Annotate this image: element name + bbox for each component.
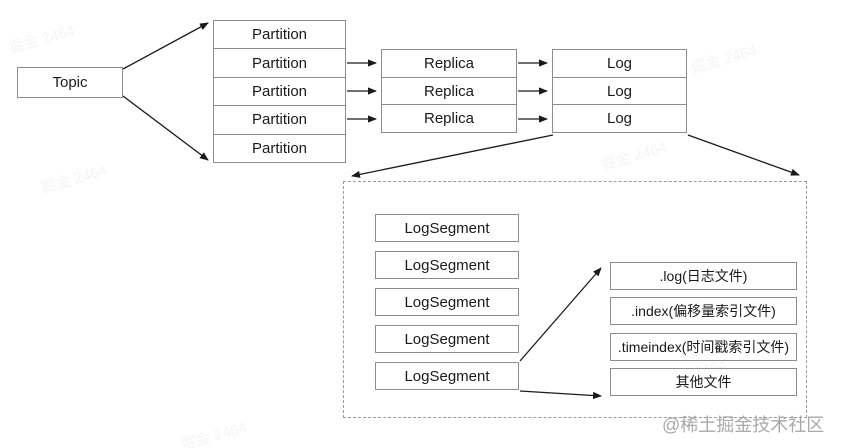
log-detail-container (343, 181, 807, 418)
log-segment-box: LogSegment (375, 251, 519, 279)
log-file-box: .log(日志文件) (610, 262, 797, 290)
partition-box: Partition (251, 26, 308, 44)
faint-watermark: 掘金 2464 (599, 138, 669, 174)
partition-box: Partition (214, 48, 345, 76)
log-box: Log (553, 76, 686, 105)
faint-watermark: 掘金 2464 (689, 41, 759, 77)
log-segment-box: LogSegment (375, 214, 519, 242)
topic-box: Topic (17, 67, 123, 98)
faint-watermark: 掘金 2464 (39, 161, 109, 197)
partition-box: Partition (214, 133, 345, 162)
log-box: Log (553, 104, 686, 132)
juejin-watermark: @稀土掘金技术社区 (662, 415, 825, 435)
partition-box: Partition (214, 105, 345, 133)
log-segment-box: LogSegment (375, 325, 519, 353)
partition-stack: Partition Partition Partition Partition … (213, 20, 346, 163)
log-segment-box: LogSegment (375, 362, 519, 390)
log-segment-box: LogSegment (375, 288, 519, 316)
timeindex-file-box: .timeindex(时间戳索引文件) (610, 333, 797, 361)
replica-box: Replica (382, 76, 516, 105)
log-box: Log (606, 54, 633, 72)
log-stack: Log Log Log (552, 49, 687, 133)
faint-watermark: 掘金 2464 (179, 418, 249, 448)
replica-stack: Replica Replica Replica (381, 49, 517, 133)
index-file-box: .index(偏移量索引文件) (610, 297, 797, 325)
replica-box: Replica (382, 104, 516, 132)
other-files-box: 其他文件 (610, 368, 797, 396)
partition-box: Partition (214, 76, 345, 105)
faint-watermark: 掘金 2464 (7, 21, 77, 57)
replica-box: Replica (423, 54, 475, 72)
